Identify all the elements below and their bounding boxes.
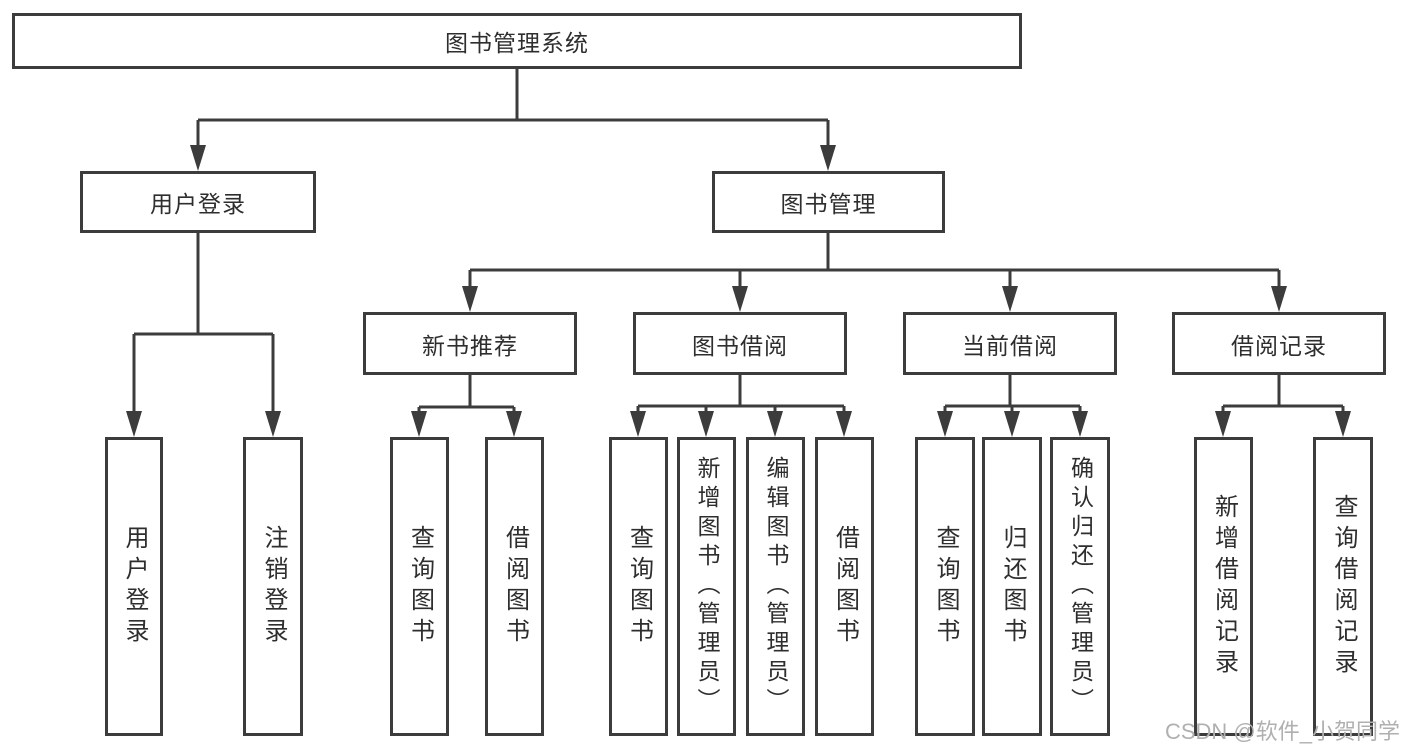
leaf-newbook-query-books: 查询图书 — [390, 437, 449, 736]
node-root: 图书管理系统 — [12, 13, 1022, 69]
leaf-borrow-add-books-admin: 新增图书（管理员） — [677, 437, 736, 736]
leaf-borrow-query-books: 查询图书 — [609, 437, 668, 736]
node-current-borrow: 当前借阅 — [903, 312, 1117, 375]
node-book-borrow: 图书借阅 — [633, 312, 847, 375]
leaf-current-return-books: 归还图书 — [982, 437, 1042, 736]
leaf-current-query-books: 查询图书 — [915, 437, 975, 736]
node-new-book-recommend: 新书推荐 — [363, 312, 577, 375]
node-user-login: 用户登录 — [80, 171, 316, 233]
node-book-management: 图书管理 — [712, 171, 945, 233]
leaf-current-confirm-return-admin: 确认归还（管理员） — [1050, 437, 1110, 736]
csdn-watermark: CSDN @软件_小贺同学 — [1164, 719, 1400, 744]
leaf-logout: 注销登录 — [243, 437, 303, 736]
leaf-user-login: 用户登录 — [105, 437, 163, 736]
leaf-records-add-record: 新增借阅记录 — [1194, 437, 1253, 736]
leaf-newbook-borrow-books: 借阅图书 — [485, 437, 544, 736]
leaf-records-query-record: 查询借阅记录 — [1313, 437, 1373, 736]
leaf-borrow-edit-books-admin: 编辑图书（管理员） — [746, 437, 805, 736]
leaf-borrow-borrow-books: 借阅图书 — [815, 437, 874, 736]
node-borrow-records: 借阅记录 — [1172, 312, 1386, 375]
